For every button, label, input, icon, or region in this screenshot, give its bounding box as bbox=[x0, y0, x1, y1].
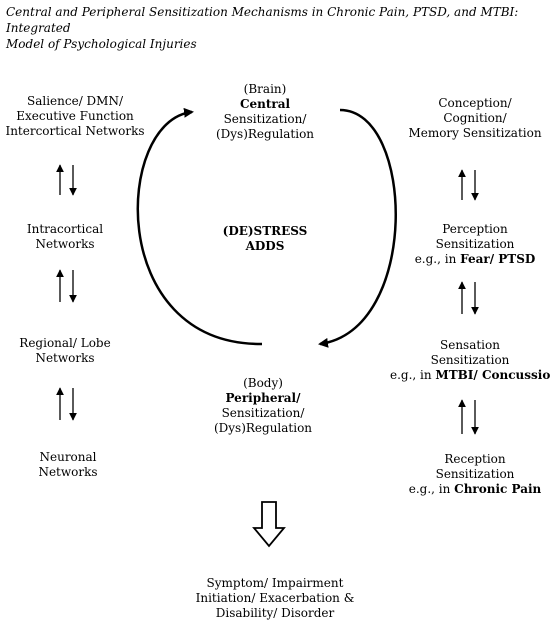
neuronal-networks-node: Neuronal Networks bbox=[38, 450, 98, 479]
hollow-down-arrow bbox=[252, 501, 286, 548]
up-down-arrows-left-3 bbox=[56, 387, 77, 421]
cycle-arrow-left bbox=[136, 107, 263, 346]
symptom-outcome-node: Symptom/ Impairment Initiation/ Exacerba… bbox=[195, 576, 355, 620]
brain-central-node: (Brain) Central Sensitization/ (Dys)Regu… bbox=[215, 82, 315, 141]
reception-sensitization-node: Reception Sensitization e.g., in Chronic… bbox=[408, 452, 542, 496]
up-down-arrows-right-3 bbox=[458, 399, 479, 435]
body-peripheral-node: (Body) Peripheral/ Sensitization/ (Dys)R… bbox=[213, 376, 313, 435]
destress-adds-node: (DE)STRESS ADDS bbox=[222, 224, 308, 253]
diagram-title-line1: Central and Peripheral Sensitization Mec… bbox=[6, 5, 519, 35]
regional-lobe-networks-node: Regional/ Lobe Networks bbox=[19, 336, 111, 365]
up-down-arrows-left-1 bbox=[56, 164, 77, 196]
up-down-arrows-right-2 bbox=[458, 281, 479, 315]
perception-sensitization-node: Perception Sensitization e.g., in Fear/ … bbox=[414, 222, 536, 266]
conception-sensitization-node: Conception/ Cognition/ Memory Sensitizat… bbox=[408, 96, 542, 140]
diagram-title-line2: Model of Psychological Injuries bbox=[6, 37, 197, 51]
up-down-arrows-right-1 bbox=[458, 169, 479, 201]
sensation-sensitization-node: Sensation Sensitization e.g., in MTBI/ C… bbox=[390, 338, 550, 382]
salience-networks-node: Salience/ DMN/ Executive Function Interc… bbox=[5, 94, 145, 138]
intracortical-networks-node: Intracortical Networks bbox=[26, 222, 104, 251]
cycle-arrow-right bbox=[318, 108, 397, 348]
up-down-arrows-left-2 bbox=[56, 269, 77, 303]
